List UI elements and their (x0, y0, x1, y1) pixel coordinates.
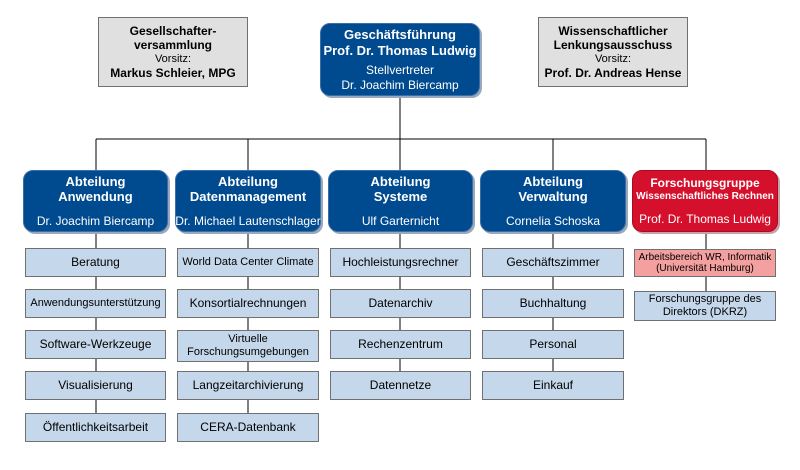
department-datenmanagement-line2: Datenmanagement (189, 189, 307, 205)
department-verwaltung-line2: Verwaltung (518, 189, 588, 205)
lenkungsausschuss-vorsitz-label: Vorsitz: (594, 52, 632, 65)
department-systeme-head: Ulf Garternicht (361, 213, 440, 228)
department-systeme-line1: Abteilung (370, 173, 431, 189)
department-datenmanagement-box: Abteilung Datenmanagement Dr. Michael La… (175, 170, 321, 232)
datenmanagement-item: Konsortialrechnungen (177, 289, 319, 318)
lenkungsausschuss-title: Wissenschaftlicher Lenkungsausschuss (553, 23, 673, 53)
gesellschafterversammlung-box: Gesellschafter- versammlung Vorsitz: Mar… (98, 17, 248, 87)
verwaltung-item: Personal (482, 330, 624, 359)
lenkungsausschuss-box: Wissenschaftlicher Lenkungsausschuss Vor… (538, 17, 688, 87)
forschungsgruppe-line2: Wissenschaftliches Rechnen (636, 190, 774, 202)
department-anwendung-head: Dr. Joachim Biercamp (36, 213, 155, 228)
gesellschafter-vorsitz-label: Vorsitz: (154, 52, 192, 65)
datenmanagement-item: Virtuelle Forschungsumgebungen (177, 330, 319, 362)
anwendung-item: Anwendungsunterstützung (25, 289, 166, 318)
forschungsgruppe-item: Forschungsgruppe des Direktors (DKRZ) (634, 291, 776, 321)
systeme-item: Datenarchiv (330, 289, 471, 318)
department-systeme-box: Abteilung Systeme Ulf Garternicht (328, 170, 473, 232)
forschungsgruppe-line1: Forschungsgruppe (650, 176, 760, 191)
geschaeftsfuehrung-box: Geschäftsführung Prof. Dr. Thomas Ludwig… (320, 23, 480, 96)
geschaeftsfuehrung-title: Geschäftsführung (344, 27, 456, 43)
anwendung-item: Öffentlichkeitsarbeit (25, 413, 166, 442)
lenkungsausschuss-person: Prof. Dr. Andreas Hense (544, 65, 682, 80)
department-anwendung-line2: Anwendung (58, 189, 133, 205)
geschaeftsfuehrung-deputy: Dr. Joachim Biercamp (341, 77, 459, 92)
datenmanagement-item: World Data Center Climate (177, 248, 319, 277)
geschaeftsfuehrung-deputy-label: Stellvertreter (365, 63, 435, 78)
department-systeme-line2: Systeme (373, 189, 428, 205)
forschungsgruppe-item: Arbeitsbereich WR, Informatik (Universit… (634, 249, 776, 277)
systeme-item: Hochleistungsrechner (330, 248, 471, 277)
department-verwaltung-line1: Abteilung (523, 173, 583, 189)
department-verwaltung-head: Cornelia Schoska (505, 213, 601, 228)
systeme-item: Datennetze (330, 371, 471, 400)
department-datenmanagement-head: Dr. Michael Lautenschlager (175, 213, 321, 228)
department-verwaltung-box: Abteilung Verwaltung Cornelia Schoska (480, 170, 626, 232)
anwendung-item: Software-Werkzeuge (25, 330, 166, 359)
geschaeftsfuehrung-person: Prof. Dr. Thomas Ludwig (323, 42, 477, 58)
verwaltung-item: Einkauf (482, 371, 624, 400)
department-anwendung-line1: Abteilung (65, 173, 126, 189)
datenmanagement-item: CERA-Datenbank (177, 413, 319, 442)
verwaltung-item: Buchhaltung (482, 289, 624, 318)
department-anwendung-box: Abteilung Anwendung Dr. Joachim Biercamp (23, 170, 168, 232)
datenmanagement-item: Langzeitarchivierung (177, 371, 319, 400)
forschungsgruppe-head: Prof. Dr. Thomas Ludwig (639, 211, 771, 226)
forschungsgruppe-box: Forschungsgruppe Wissenschaftliches Rech… (632, 170, 778, 232)
anwendung-item: Beratung (25, 248, 166, 277)
verwaltung-item: Geschäftszimmer (482, 248, 624, 277)
gesellschafter-title: Gesellschafter- versammlung (129, 23, 217, 53)
department-datenmanagement-line1: Abteilung (218, 173, 278, 189)
systeme-item: Rechenzentrum (330, 330, 471, 359)
anwendung-item: Visualisierung (25, 371, 166, 400)
gesellschafter-person: Markus Schleier, MPG (110, 65, 236, 80)
